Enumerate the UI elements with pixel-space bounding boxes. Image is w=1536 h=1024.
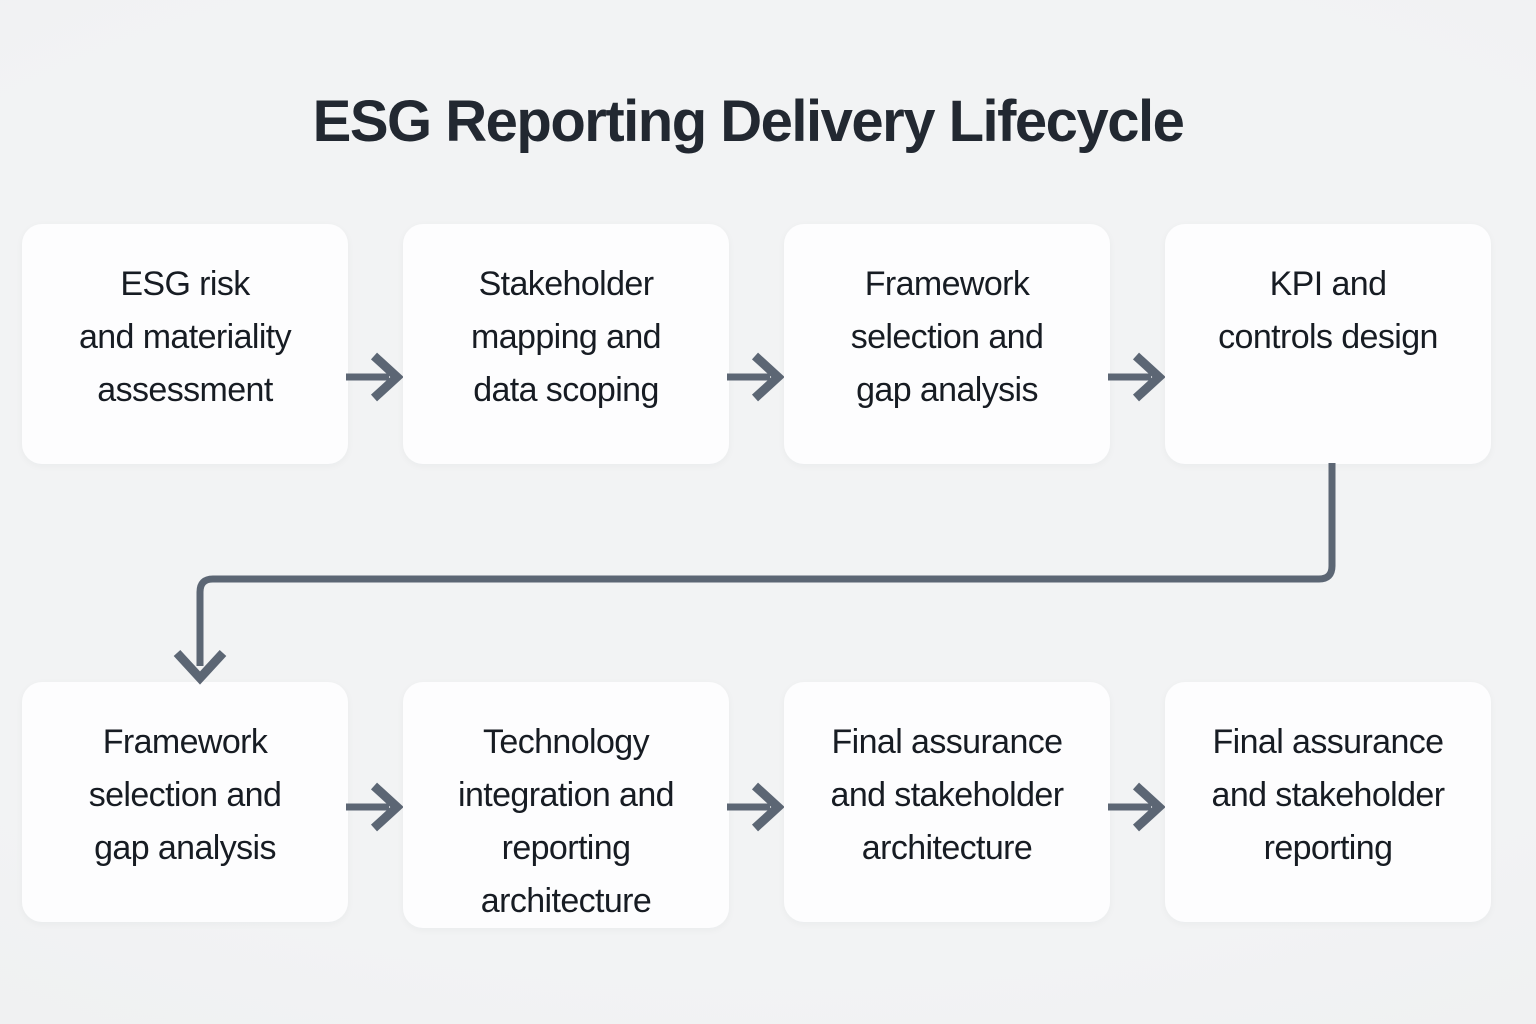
- step-text-line: reporting: [501, 829, 631, 867]
- step-text-line: mapping and: [471, 318, 662, 356]
- step-box-framework-selection-top: Framework selection and gap analysis: [784, 224, 1110, 464]
- step-box-final-assurance-architecture: Final assurance and stakeholder architec…: [784, 682, 1110, 922]
- step-text-line: architecture: [480, 882, 652, 920]
- step-text-line: selection and: [850, 318, 1044, 356]
- step-text-line: Final assurance: [831, 723, 1063, 761]
- step-text-line: reporting: [1263, 829, 1393, 867]
- arrow-right-icon: [727, 352, 784, 402]
- step-text-line: controls design: [1218, 318, 1438, 356]
- step-text-line: Technology: [482, 723, 650, 761]
- step-text-line: Framework: [102, 723, 268, 761]
- arrow-right-icon: [1108, 352, 1165, 402]
- arrow-right-icon: [1108, 782, 1165, 832]
- step-box-stakeholder-mapping: Stakeholder mapping and data scoping: [403, 224, 729, 464]
- step-text-line: Stakeholder: [478, 265, 654, 303]
- step-text-line: integration and: [458, 776, 675, 814]
- step-text-line: gap analysis: [94, 829, 276, 867]
- arrow-right-icon: [346, 352, 403, 402]
- step-box-framework-selection-bottom: Framework selection and gap analysis: [22, 682, 348, 922]
- step-box-technology-integration: Technology integration and reporting arc…: [403, 682, 729, 928]
- step-text-line: ESG risk: [120, 265, 250, 303]
- step-text-line: and stakeholder: [1211, 776, 1446, 814]
- arrow-right-icon: [346, 782, 403, 832]
- diagram-title: ESG Reporting Delivery Lifecycle: [312, 89, 1185, 154]
- step-text-line: selection and: [88, 776, 282, 814]
- step-text-line: and materiality: [78, 318, 292, 356]
- step-text-line: KPI and: [1269, 265, 1387, 303]
- arrow-right-icon: [727, 782, 784, 832]
- step-text-line: gap analysis: [856, 371, 1038, 409]
- step-text-line: data scoping: [473, 371, 659, 409]
- step-box-final-assurance-reporting: Final assurance and stakeholder reportin…: [1165, 682, 1491, 922]
- step-box-esg-risk: ESG risk and materiality assessment: [22, 224, 348, 464]
- step-text-line: architecture: [861, 829, 1033, 867]
- step-text-line: assessment: [97, 371, 273, 409]
- step-box-kpi-controls: KPI and controls design: [1165, 224, 1491, 464]
- step-text-line: Final assurance: [1212, 723, 1444, 761]
- step-text-line: and stakeholder: [830, 776, 1065, 814]
- step-text-line: Framework: [864, 265, 1030, 303]
